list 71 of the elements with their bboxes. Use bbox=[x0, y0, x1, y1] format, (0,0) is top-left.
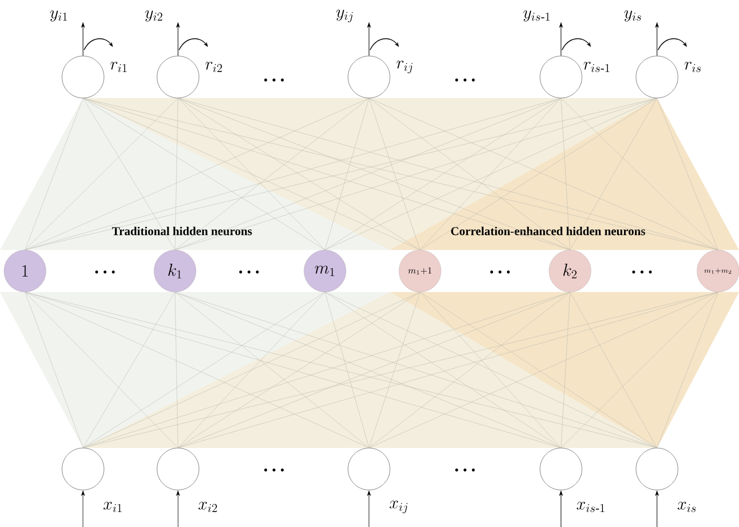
connection-line bbox=[324, 292, 562, 448]
recurrent-label: $r_{ij}$ bbox=[396, 60, 412, 74]
connection-line bbox=[82, 292, 420, 448]
group-heading: Traditional hidden neurons bbox=[112, 226, 252, 236]
output-label: $y_{is\text{-}1}$ bbox=[523, 10, 550, 22]
hidden-neuron: $m_1$ bbox=[304, 250, 346, 292]
ellipsis: … bbox=[455, 78, 475, 82]
ellipsis: … bbox=[239, 270, 259, 274]
connection-line bbox=[570, 292, 658, 448]
connection-line bbox=[420, 292, 562, 448]
connection-line bbox=[656, 98, 718, 250]
hidden-neuron: $k_1$ bbox=[154, 250, 196, 292]
connection-line bbox=[178, 98, 420, 250]
recurrent-label: $r_{is}$ bbox=[684, 62, 701, 72]
connection-line bbox=[82, 98, 326, 250]
group-heading: Correlation-enhanced hidden neurons bbox=[451, 226, 646, 236]
connection-line bbox=[368, 98, 570, 250]
hidden-neuron: $1$ bbox=[4, 250, 46, 292]
connection-line bbox=[324, 292, 658, 448]
ellipsis: … bbox=[95, 270, 115, 274]
output-label: $y_{i2}$ bbox=[145, 10, 162, 22]
hidden-neuron: $k_2$ bbox=[548, 250, 592, 292]
connection-line bbox=[82, 98, 420, 250]
connection-line bbox=[178, 98, 326, 250]
connection-line bbox=[324, 98, 370, 250]
connection-line bbox=[324, 98, 658, 250]
input-label: $x_{i1}$ bbox=[104, 502, 122, 512]
ellipsis: … bbox=[264, 468, 284, 472]
input-label: $x_{ij}$ bbox=[390, 500, 408, 514]
connection-line bbox=[570, 98, 658, 250]
output-label: $y_{ij}$ bbox=[336, 10, 353, 22]
connection-line bbox=[24, 98, 84, 250]
connection-line bbox=[82, 292, 326, 448]
hidden-neuron: $m_1{+}m_2$ bbox=[696, 250, 739, 292]
ellipsis: … bbox=[490, 270, 510, 274]
ellipsis: … bbox=[264, 78, 284, 82]
output-label: $y_{i1}$ bbox=[50, 10, 67, 22]
recurrent-label: $r_{is\text{-}1}$ bbox=[584, 62, 610, 72]
connection-line bbox=[174, 292, 178, 448]
connection-line bbox=[368, 292, 420, 448]
connection-line bbox=[174, 98, 370, 250]
connection-line bbox=[368, 98, 420, 250]
hidden-neuron: $m_1{+}1$ bbox=[398, 250, 442, 292]
connection-line bbox=[560, 98, 718, 250]
connection-line bbox=[178, 292, 326, 448]
connection-line bbox=[24, 98, 178, 250]
connection-line bbox=[420, 98, 658, 250]
ellipsis: … bbox=[455, 468, 475, 472]
connection-line bbox=[178, 292, 420, 448]
connection-line bbox=[560, 292, 570, 448]
recurrent-label: $r_{i2}$ bbox=[205, 62, 222, 72]
ellipsis: … bbox=[632, 270, 652, 274]
connection-line bbox=[420, 98, 562, 250]
input-label: $x_{is\text{-}1}$ bbox=[576, 502, 604, 512]
connection-line bbox=[656, 292, 718, 448]
output-label: $y_{is}$ bbox=[624, 10, 642, 22]
connection-line bbox=[174, 98, 178, 250]
connection-line bbox=[174, 292, 370, 448]
connection-line bbox=[560, 98, 570, 250]
connection-line bbox=[24, 292, 84, 448]
connection-line bbox=[368, 292, 570, 448]
connection-line bbox=[82, 292, 176, 448]
connection-line bbox=[420, 292, 658, 448]
recurrent-label: $r_{i1}$ bbox=[110, 62, 127, 72]
connection-line bbox=[82, 98, 176, 250]
connection-line bbox=[560, 292, 718, 448]
connection-line bbox=[24, 292, 178, 448]
connection-line bbox=[324, 98, 562, 250]
input-label: $x_{i2}$ bbox=[198, 502, 217, 512]
connection-line bbox=[324, 292, 370, 448]
input-label: $x_{is}$ bbox=[678, 502, 696, 512]
